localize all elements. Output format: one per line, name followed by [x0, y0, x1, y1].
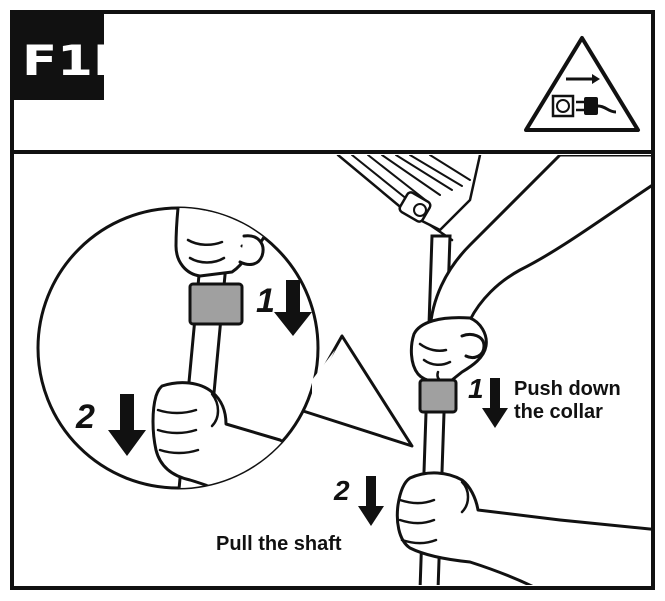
upper-hand — [409, 316, 488, 384]
zoom-collar — [188, 282, 244, 326]
main-illustration: 1 Push down the collar 2 Pull the shaft — [216, 155, 651, 585]
step1-number: 1 — [468, 373, 484, 404]
arrow-down-icon — [108, 394, 146, 456]
collar — [418, 378, 458, 414]
arrow-down-icon — [274, 280, 312, 336]
lower-hand — [395, 471, 651, 585]
arrow-down-icon — [482, 378, 508, 428]
section-badge-text: F1F — [22, 36, 128, 85]
step1-label-line2: the collar — [514, 401, 603, 423]
section-badge-clip: F1F — [22, 36, 128, 85]
zoom-step1-number: 1 — [256, 282, 275, 320]
zoom-step2-number: 2 — [75, 398, 95, 436]
step2-number: 2 — [333, 475, 350, 506]
step1-label-line1: Push down — [514, 378, 621, 400]
tool-head — [336, 155, 482, 242]
arrow-down-icon — [358, 476, 384, 526]
section-badge — [12, 12, 104, 100]
unplug-warning-icon — [524, 36, 640, 132]
step2-label: Pull the shaft — [216, 533, 342, 555]
